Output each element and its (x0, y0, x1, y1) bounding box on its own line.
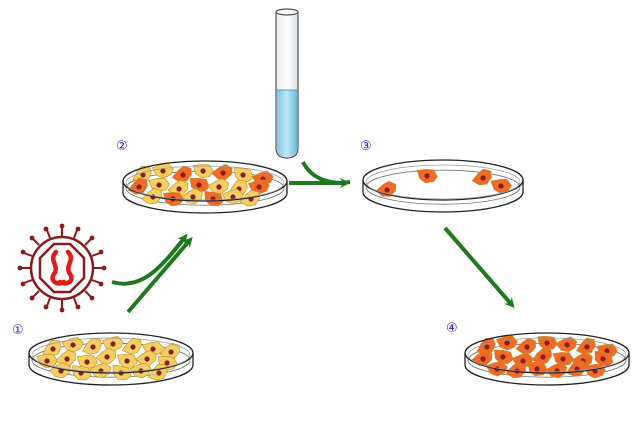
cell (76, 355, 98, 370)
step-label-1: ① (12, 323, 24, 338)
cell (495, 335, 518, 351)
cell (494, 349, 514, 364)
cell (82, 337, 102, 355)
cell (552, 352, 574, 367)
cell (416, 169, 438, 184)
cell (117, 354, 138, 369)
cell (476, 337, 496, 355)
virus-icon (17, 223, 107, 313)
arrow-icon (443, 226, 515, 309)
step-label-2: ② (116, 139, 128, 154)
step-label-3: ③ (360, 139, 372, 154)
petri-dish-2 (122, 160, 288, 214)
arrow-icon (301, 160, 351, 185)
pipette-icon (275, 8, 299, 159)
cell (234, 167, 254, 182)
cell (490, 179, 512, 194)
arrow-icon (111, 233, 188, 286)
cell (192, 164, 214, 179)
cell (101, 336, 124, 352)
cell (189, 177, 210, 193)
cell (471, 168, 492, 186)
petri-dish-4 (464, 332, 630, 386)
arrow-icon (126, 236, 193, 314)
cell (151, 163, 174, 179)
cell (537, 335, 558, 351)
step-label-4: ④ (446, 321, 458, 336)
cell (167, 179, 189, 196)
cell (211, 164, 233, 180)
petri-dish-3 (362, 159, 524, 213)
cell (204, 191, 224, 207)
cell (471, 349, 493, 366)
cell (95, 347, 117, 364)
petri-dish-1 (28, 332, 194, 386)
cell (555, 336, 578, 353)
cell (36, 353, 58, 369)
cell (594, 350, 614, 367)
cell (121, 337, 142, 355)
